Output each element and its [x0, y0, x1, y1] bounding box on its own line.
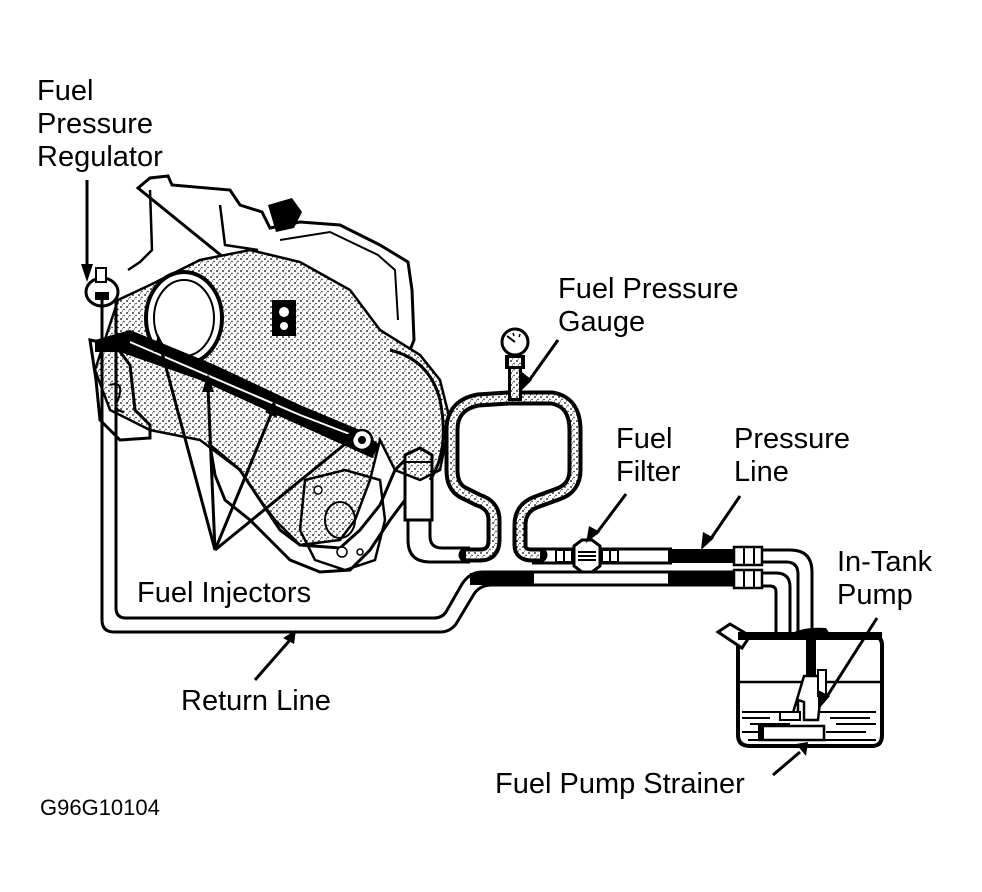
- label-fuel-pressure-regulator: Fuel Pressure Regulator: [37, 75, 163, 173]
- in-tank-pump-icon: [758, 640, 827, 742]
- in-tank-pump-label-line1: In-Tank: [837, 546, 933, 578]
- pressure-line-label-line2: Line: [734, 456, 789, 488]
- supply-line: [403, 446, 470, 564]
- pressure-line-label-line1: Pressure: [734, 423, 850, 455]
- gauge-hose: [444, 355, 583, 563]
- fuel-filter-icon: [555, 538, 619, 574]
- regulator-label-line3: Regulator: [37, 141, 163, 173]
- strainer-icon: [758, 724, 826, 742]
- label-fuel-pressure-gauge: Fuel Pressure Gauge: [558, 273, 739, 338]
- leader-arrows: [81, 180, 879, 777]
- label-fuel-injectors: Fuel Injectors: [137, 577, 311, 609]
- engine-assembly: [84, 174, 452, 574]
- regulator-label-line1: Fuel: [37, 75, 93, 107]
- pressure-line: [532, 538, 814, 632]
- label-pressure-line: Pressure Line: [734, 423, 850, 488]
- label-fuel-pump-strainer: Fuel Pump Strainer: [495, 768, 745, 800]
- gauge-label-line2: Gauge: [558, 306, 645, 338]
- label-fuel-filter: Fuel Filter: [616, 423, 681, 488]
- label-in-tank-pump: In-Tank Pump: [837, 546, 933, 611]
- filter-label-line1: Fuel: [616, 423, 672, 455]
- filter-label-line2: Filter: [616, 456, 681, 488]
- regulator-label-line2: Pressure: [37, 108, 153, 140]
- figure-code: G96G10104: [40, 795, 160, 820]
- pressure-gauge-icon: [500, 327, 530, 357]
- gauge-label-line1: Fuel Pressure: [558, 273, 739, 305]
- return-line: [100, 300, 792, 634]
- in-tank-pump-label-line2: Pump: [837, 579, 913, 611]
- label-return-line: Return Line: [181, 685, 331, 717]
